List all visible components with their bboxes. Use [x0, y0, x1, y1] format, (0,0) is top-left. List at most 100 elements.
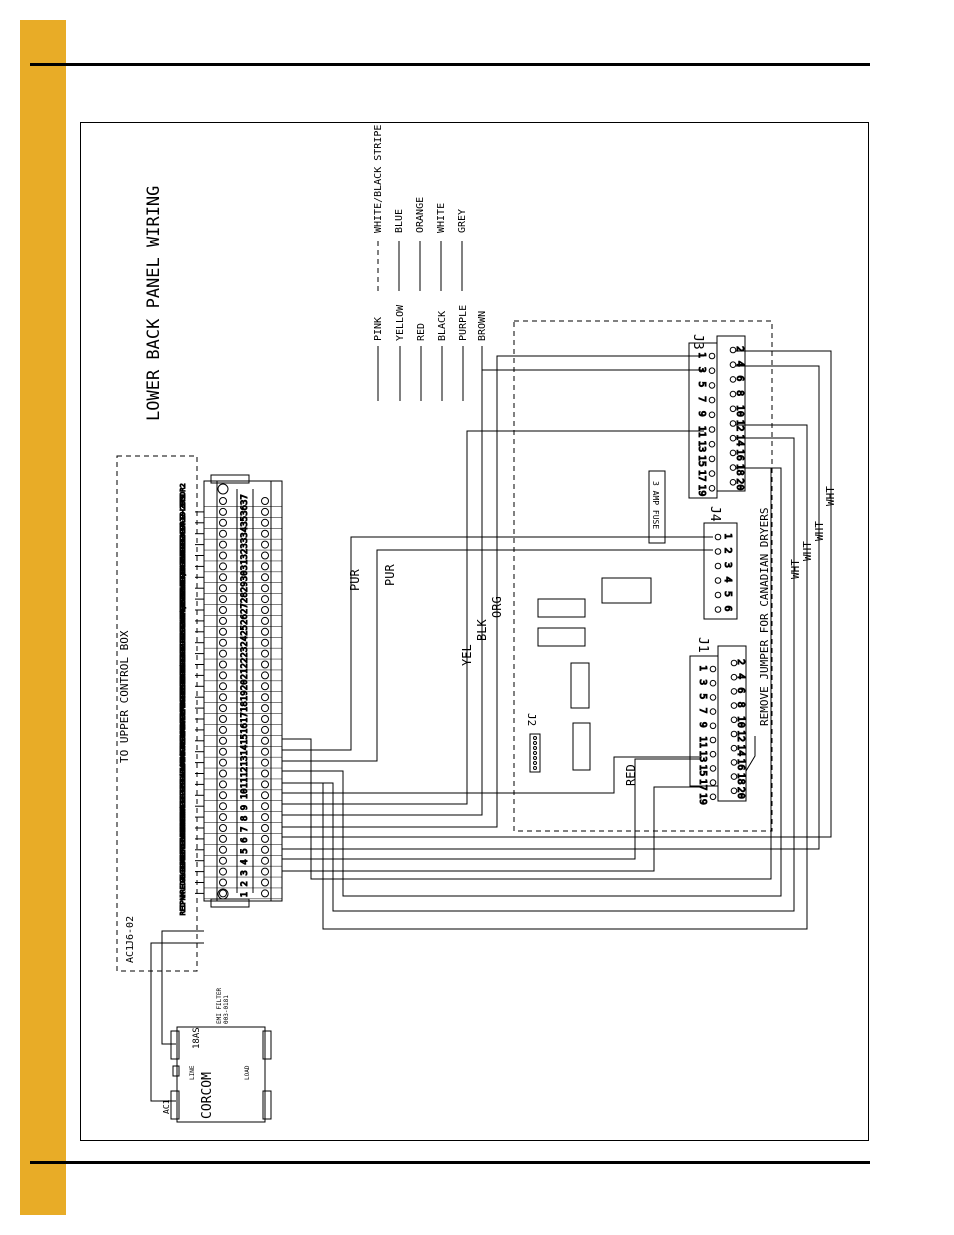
- j3-pin-number: 17: [696, 470, 707, 482]
- j3-pin-number: 16: [734, 449, 745, 461]
- board-chip-3: [537, 627, 586, 647]
- wire-label-wht-3: WHT: [813, 521, 826, 541]
- j3-pin-number: 13: [696, 440, 707, 452]
- terminal-label: ORG --- J7-14: [179, 523, 187, 578]
- terminal-screw: [219, 660, 227, 669]
- j1-pin-number: 2: [735, 659, 746, 665]
- wire-label-org: ORG: [490, 596, 504, 618]
- terminal-number: 13: [240, 756, 250, 767]
- terminal-screw: [219, 824, 227, 832]
- terminal-row: 12 PUR --- J4-02: [179, 740, 282, 796]
- terminal-number: 36: [240, 505, 250, 516]
- terminal-label: WHT/BLK J7-13: [179, 534, 187, 589]
- j1-pin: [730, 730, 738, 738]
- wire-label-yel: YEL: [460, 644, 474, 666]
- terminal-screw: [261, 540, 269, 549]
- terminal-label: BLU --- J7-09: [179, 577, 187, 632]
- terminal-number: 7: [240, 827, 250, 832]
- terminal-screw: [219, 518, 227, 527]
- j2-pin: [533, 761, 537, 765]
- terminal-label: RED --- J1-13: [179, 861, 187, 916]
- j3-pin: [729, 405, 737, 413]
- terminal-label: RED --- J7-04: [179, 610, 187, 665]
- terminal-number: 15: [240, 734, 250, 745]
- terminal-label: BLK --- J6-12: [179, 686, 187, 741]
- j1-pin-number: 16: [735, 758, 746, 770]
- terminal-screw: [261, 693, 269, 702]
- j4-pin-number: 3: [722, 562, 733, 568]
- terminal-screw: [219, 834, 227, 843]
- j1-pin-number: 15: [697, 764, 708, 776]
- terminal-screw: [219, 878, 227, 887]
- j3-pin: [708, 440, 716, 448]
- board-chip-1: [601, 577, 652, 604]
- terminal-screw: [219, 606, 227, 614]
- j3-pin: [729, 390, 737, 398]
- terminal-number: 21: [240, 669, 250, 680]
- j1-pin: [709, 679, 717, 687]
- terminal-number: 34: [240, 527, 250, 538]
- j1-pin-number: 5: [697, 693, 708, 699]
- terminal-number: 32: [240, 549, 250, 560]
- terminal-number: 35: [240, 516, 250, 527]
- legend-right-1: BLUE: [394, 209, 405, 233]
- j1-pin-number: 6: [735, 687, 746, 693]
- j3-pin-number: 20: [734, 478, 745, 490]
- diagram-frame: LOWER BACK PANEL WIRING TO UPPER CONTROL…: [80, 122, 869, 1141]
- j3-pin-number: 9: [696, 411, 707, 417]
- terminal-screw: [261, 856, 269, 865]
- connector-j3-label: J3: [690, 334, 705, 350]
- j1-pin: [709, 779, 717, 786]
- j1-pin-number: 18: [735, 773, 746, 785]
- wire-label-wht-1: WHT: [789, 559, 802, 579]
- board-outline: [513, 320, 773, 832]
- j3-pin-number: 18: [734, 464, 745, 476]
- j1-pin: [709, 665, 717, 673]
- j3-pin-number: 14: [734, 434, 745, 446]
- terminal-label: BLK --- J6-14: [179, 664, 187, 719]
- j3-pin: [708, 455, 716, 463]
- terminal-screw: [219, 845, 227, 854]
- terminal-number: 12: [240, 767, 250, 778]
- terminal-screw: [219, 595, 227, 604]
- header-rule: [30, 63, 870, 66]
- terminal-screw: [261, 682, 269, 691]
- j1-pin: [730, 759, 738, 766]
- j4-pin-number: 6: [722, 606, 733, 612]
- terminal-screw: [261, 529, 269, 538]
- terminal-number: 1: [240, 892, 250, 897]
- j4-pin: [714, 591, 722, 599]
- terminal-label: BLU --- J7-11: [179, 555, 187, 610]
- j4-pin: [714, 548, 722, 555]
- j3-pin: [708, 352, 716, 360]
- terminal-screw: [261, 573, 269, 582]
- legend-right-3: WHITE: [436, 203, 447, 233]
- j3-pin-number: 10: [734, 405, 745, 417]
- terminal-label: PUR --- J4-02: [179, 741, 187, 796]
- terminal-label: YEL --- J3-11: [179, 795, 187, 850]
- terminal-screw: [219, 573, 227, 582]
- j3-pin-number: 2: [734, 346, 745, 352]
- connector-j2: J2: [525, 713, 541, 773]
- j1-pin-number: 8: [735, 702, 746, 708]
- j1-pin-number: 12: [735, 730, 746, 742]
- terminal-screw: [219, 638, 227, 647]
- j3-pin-number: 19: [696, 484, 707, 496]
- terminal-screw: [261, 715, 269, 723]
- j3-pin: [729, 361, 737, 369]
- j1-pin: [730, 659, 738, 667]
- j3-pin: [708, 367, 716, 375]
- harness-wires: [282, 350, 832, 930]
- terminal-screw: [219, 562, 227, 571]
- j3-pin: [708, 382, 716, 389]
- terminal-label: WHT --- J6-18: [179, 654, 187, 709]
